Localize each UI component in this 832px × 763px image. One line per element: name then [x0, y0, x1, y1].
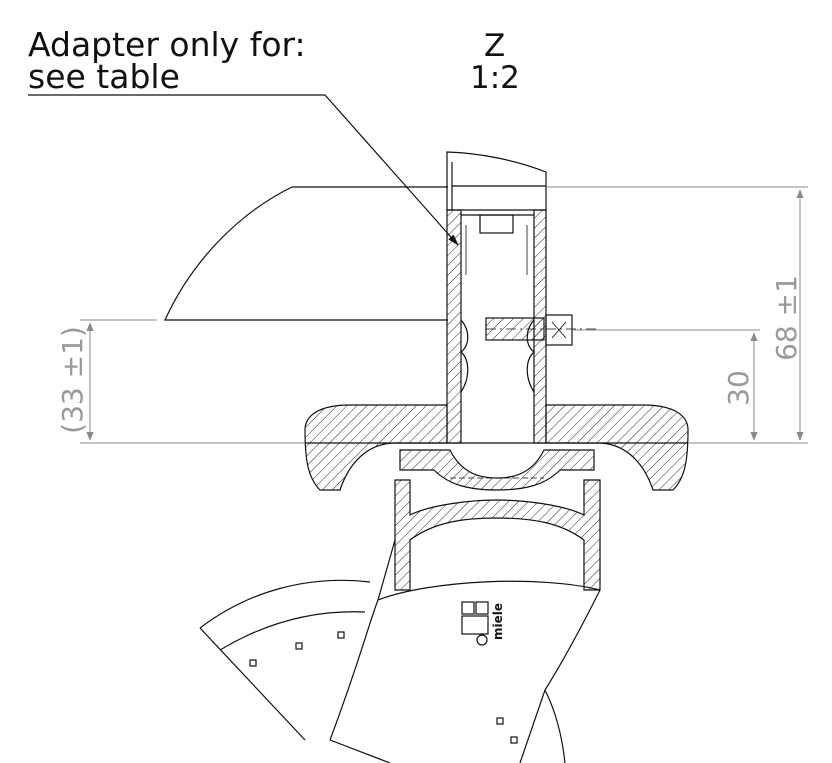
dimension-screw-height: 30 [722, 332, 758, 441]
set-screw [485, 314, 600, 346]
note-block: Adapter only for: see table Z 1:2 [28, 25, 520, 246]
note-line-2: see table [28, 57, 180, 96]
dimension-screw-height-text: 30 [722, 370, 755, 406]
dimension-overall-height: 68 ±1 [770, 189, 804, 441]
dimension-reference-height-text: (33 ±1) [56, 326, 89, 434]
adapter-tube [446, 151, 547, 444]
cover-plate-outline [164, 186, 448, 321]
lower-body [329, 479, 601, 763]
detail-label: Z [484, 28, 505, 64]
detail-scale: 1:2 [470, 60, 520, 96]
dimension-reference-height: (33 ±1) [56, 322, 94, 441]
note-leader-line [28, 94, 459, 246]
note-line-1: Adapter only for: [28, 25, 306, 64]
lower-wheel-arc [199, 579, 566, 763]
logo-text: miele [491, 603, 505, 640]
dimension-overall-height-text: 68 ±1 [770, 275, 803, 361]
miele-logo: miele [461, 601, 505, 646]
extension-lines [80, 186, 808, 444]
knob-base [304, 404, 689, 491]
